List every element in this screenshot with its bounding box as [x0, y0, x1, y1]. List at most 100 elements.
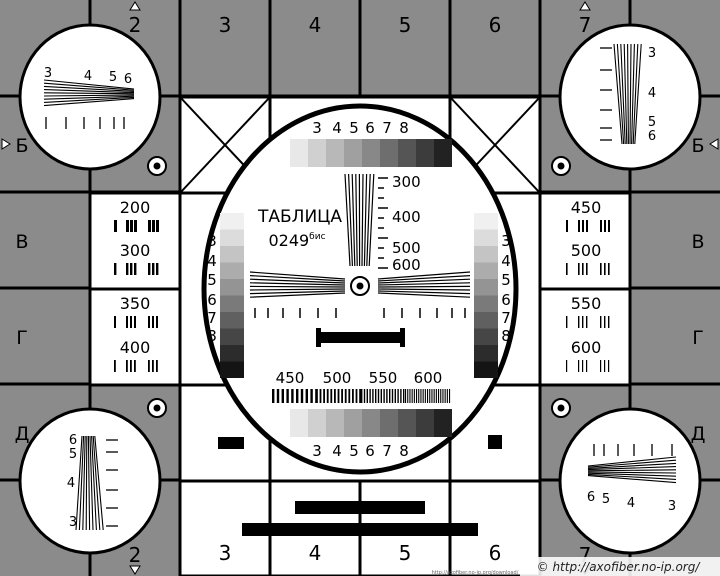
- corner-wedge-line: [92, 435, 101, 531]
- top-number-label: 6: [489, 13, 502, 37]
- resolution-bar: [156, 220, 159, 232]
- corner-circle-bottom-left: [18, 407, 162, 555]
- corner-wedge-line: [43, 95, 135, 100]
- resolution-bar: [114, 316, 116, 328]
- burst-bar: [413, 389, 415, 403]
- bottom-number-label: 3: [219, 541, 232, 565]
- gray-strip-right-block: [474, 361, 498, 378]
- burst-bar: [433, 389, 435, 403]
- corner-wedge-line: [587, 459, 677, 468]
- gray-scale-bottom-label: 5: [349, 442, 359, 460]
- corner-wedge-label: 3: [44, 66, 52, 81]
- gray-strip-left-block: [220, 361, 244, 378]
- gray-strip-right-label: 7: [501, 309, 511, 327]
- left-letter-label: Б: [15, 135, 28, 157]
- gray-scale-bottom-block: [380, 409, 398, 437]
- left-box-label: 300: [120, 241, 151, 260]
- gray-strip-left-label: 4: [207, 252, 217, 270]
- resolution-bar: [126, 360, 128, 372]
- burst-label: 450: [276, 369, 305, 387]
- corner-wedge-line: [587, 475, 677, 484]
- corner-wedge-line: [78, 435, 85, 531]
- gray-scale-bottom-label: 8: [399, 442, 409, 460]
- corner-wedge-line: [87, 435, 91, 531]
- resolution-bar: [114, 220, 117, 232]
- resolution-bar: [566, 360, 568, 372]
- corner-wedge-line: [75, 435, 83, 531]
- center-wedge-line: [351, 173, 356, 267]
- gray-strip-left-block: [220, 213, 244, 230]
- resolution-bar: [604, 220, 606, 232]
- right-wedge-line: [377, 288, 471, 291]
- center-wedge-line: [361, 173, 364, 267]
- gray-scale-top-label: 3: [312, 119, 322, 137]
- right-wedge-line: [377, 278, 471, 284]
- card-title: ТАБЛИЦА: [257, 207, 342, 227]
- burst-bar: [359, 389, 361, 403]
- gray-scale-bottom-label: 4: [332, 442, 342, 460]
- resolution-bar: [582, 263, 584, 275]
- corner-wedge-line: [587, 471, 677, 474]
- resolution-bar: [126, 220, 129, 232]
- gray-strip-left-block: [220, 345, 244, 362]
- right-letter-label: В: [691, 231, 704, 253]
- burst-bar: [418, 389, 420, 403]
- left-box-label: 200: [120, 198, 151, 217]
- grid-cell: [360, 0, 450, 96]
- burst-bar: [427, 389, 429, 403]
- gray-scale-bottom-block: [362, 409, 380, 437]
- gray-scale-top-block: [290, 139, 308, 167]
- burst-bar: [337, 389, 340, 403]
- gray-scale-bottom-label: 6: [365, 442, 375, 460]
- burst-bar: [444, 389, 446, 403]
- corner-wedge-line: [43, 89, 135, 94]
- corner-wedge-label: 6: [648, 129, 656, 144]
- burst-bar: [334, 389, 336, 403]
- burst-bar: [375, 389, 377, 403]
- right-wedge-line: [377, 282, 471, 286]
- resolution-bar: [148, 263, 151, 275]
- burst-bar: [300, 389, 304, 403]
- burst-bar: [424, 389, 426, 403]
- right-wedge-line: [377, 271, 471, 280]
- right-wedge-line: [377, 292, 471, 298]
- resolution-bar: [600, 360, 602, 372]
- target-dot-icon: [557, 162, 565, 170]
- resolution-bar: [126, 263, 129, 275]
- burst-label: 500: [323, 369, 352, 387]
- corner-wedge-label: 5: [69, 447, 77, 462]
- right-box-label: 600: [571, 338, 602, 357]
- resolution-bar: [608, 263, 610, 275]
- right-wedge-line: [377, 285, 471, 288]
- burst-bar: [403, 389, 405, 403]
- burst-bar: [276, 389, 280, 403]
- resolution-bar: [130, 220, 133, 232]
- burst-bar: [435, 389, 437, 403]
- gray-scale-top-block: [362, 139, 380, 167]
- gray-scale-top-label: 6: [365, 119, 375, 137]
- bottom-bar-short: [295, 501, 425, 514]
- burst-bar: [344, 389, 347, 403]
- gray-scale-bottom-block: [308, 409, 326, 437]
- grid-cell: [630, 288, 720, 384]
- burst-bar: [409, 389, 411, 403]
- bottom-number-label: 2: [129, 543, 142, 567]
- grid-cell: [630, 192, 720, 288]
- burst-bar: [372, 389, 374, 403]
- gray-strip-right-block: [474, 229, 498, 246]
- gray-scale-top-block: [398, 139, 416, 167]
- burst-bar: [361, 389, 363, 403]
- left-wedge-line: [249, 275, 346, 282]
- center-wedge-line: [348, 173, 353, 267]
- resolution-bar: [586, 263, 588, 275]
- resolution-bar: [156, 263, 159, 275]
- grid-cell: [0, 288, 90, 384]
- resolution-bar: [566, 220, 568, 232]
- resolution-bar: [134, 360, 136, 372]
- corner-wedge-line: [43, 79, 135, 90]
- burst-bar: [326, 389, 329, 403]
- right-box-label: 550: [571, 294, 602, 313]
- corner-wedge-line: [43, 82, 135, 91]
- gray-strip-right-block: [474, 295, 498, 312]
- burst-bar: [323, 389, 325, 403]
